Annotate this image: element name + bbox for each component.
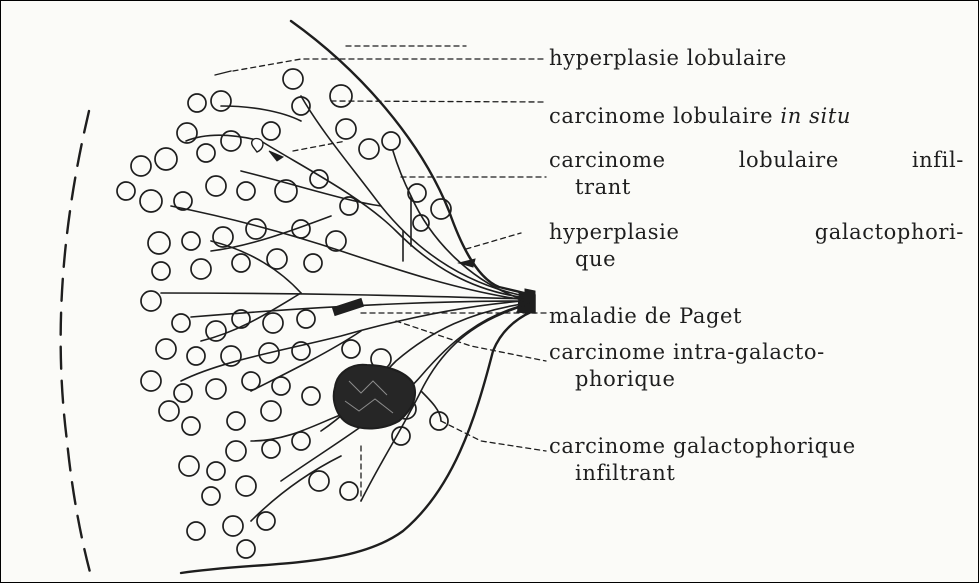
label-carcinome-intra-galactophorique-cont: phorique [575, 366, 676, 393]
label-carcinome-galactophorique-infiltrant: carcinome galactophorique [549, 433, 856, 460]
paget-marker [525, 289, 535, 301]
leader-hyperplasie-lobulaire-end [215, 71, 231, 75]
label-carcinome-lobulaire-in-situ: carcinome lobulaire in situ [549, 103, 851, 130]
label-hyperplasie-galactophorique-cont: que [575, 246, 616, 273]
chest-wall-line [61, 111, 91, 576]
label-carcinome-lobulaire-infiltrant-cont: trant [575, 174, 631, 201]
label-hyperplasie-galactophorique: hyperplasie galactophori- [549, 219, 964, 246]
label-carcinome-galactophorique-infiltrant-cont: infiltrant [575, 460, 675, 487]
label-carcinome-lobulaire-infiltrant: carcinome lobulaire infil- [549, 147, 964, 174]
label-carcinome-intra-galactophorique: carcinome intra-galacto- [549, 339, 825, 366]
label-maladie-de-paget: maladie de Paget [549, 303, 742, 330]
label-hyperplasie-lobulaire: hyperplasie lobulaire [549, 45, 787, 72]
breast-outline-upper [291, 21, 533, 296]
intraductal-marker [332, 299, 363, 316]
galactophoric-hyperplasia-marker [459, 259, 475, 267]
in-situ-lobule-marker [252, 139, 263, 152]
